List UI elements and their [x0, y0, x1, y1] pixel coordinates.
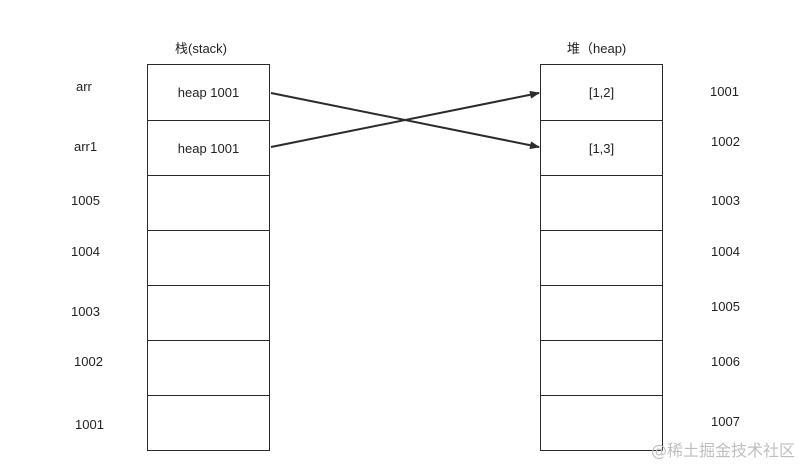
stack-label-1003: 1003 — [71, 304, 100, 319]
heap-column: [1,2] [1,3] — [540, 64, 663, 451]
heap-label-1002: 1002 — [711, 134, 740, 149]
stack-label-1002: 1002 — [74, 354, 103, 369]
arrow-arr-to-heap-1002 — [270, 92, 540, 150]
heap-cell — [541, 286, 662, 341]
stack-cell: heap 1001 — [148, 65, 269, 121]
heap-title: 堆（heap) — [567, 41, 627, 56]
heap-cell — [541, 176, 662, 231]
stack-label-1005: 1005 — [71, 193, 100, 208]
heap-label-1006: 1006 — [711, 354, 740, 369]
stack-label-arr: arr — [76, 79, 92, 94]
heap-cell — [541, 396, 662, 449]
heap-label-1007: 1007 — [711, 414, 740, 429]
heap-label-1004: 1004 — [711, 244, 740, 259]
heap-cell: [1,2] — [541, 65, 662, 121]
stack-label-arr1: arr1 — [74, 139, 98, 154]
stack-column: heap 1001 heap 1001 — [147, 64, 270, 451]
stack-cell — [148, 341, 269, 396]
heap-label-1003: 1003 — [711, 193, 740, 208]
stack-cell — [148, 286, 269, 341]
stack-cell — [148, 176, 269, 231]
heap-label-1001: 1001 — [710, 84, 739, 99]
heap-cell — [541, 341, 662, 396]
stack-cell: heap 1001 — [148, 121, 269, 176]
stack-cell — [148, 396, 269, 449]
heap-cell: [1,3] — [541, 121, 662, 176]
heap-label-1005: 1005 — [711, 299, 740, 314]
watermark: @稀土掘金技术社区 — [650, 441, 795, 460]
stack-title: 栈(stack) — [175, 41, 228, 56]
heap-cell — [541, 231, 662, 286]
arrow-arr1-to-heap-1001 — [270, 90, 540, 148]
stack-label-1004: 1004 — [71, 244, 100, 259]
stack-label-1001: 1001 — [75, 417, 104, 432]
stack-cell — [148, 231, 269, 286]
